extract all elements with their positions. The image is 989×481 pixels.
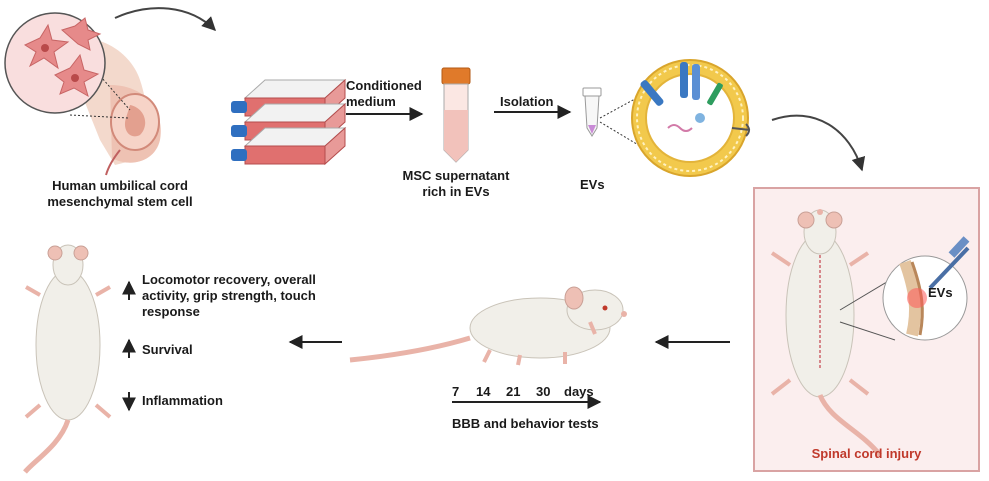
conditioned-medium-label: Conditioned medium xyxy=(346,78,422,109)
timeline-days: 7 14 21 30 days xyxy=(452,384,612,400)
day-30: 30 xyxy=(536,384,551,399)
injury-label: Spinal cord injury xyxy=(811,446,922,461)
evs-label: EVs xyxy=(580,177,605,192)
outcome-locomotor: Locomotor recovery, overall activity, gr… xyxy=(142,272,316,319)
tests-label: BBB and behavior tests xyxy=(452,416,599,431)
supernatant-label: MSC supernatant rich in EVs xyxy=(402,168,510,199)
source-label: Human umbilical cord mesenchymal stem ce… xyxy=(47,178,193,209)
outcome-survival: Survival xyxy=(142,342,193,357)
outcome-inflammation: Inflammation xyxy=(142,393,223,408)
extracellular-vesicle xyxy=(631,59,751,177)
recovered-rat xyxy=(23,244,112,474)
day-7: 7 xyxy=(452,384,460,399)
injection-evs-label: EVs xyxy=(928,285,953,300)
isolation-label: Isolation xyxy=(500,94,554,109)
culture-flask-stack xyxy=(231,78,347,166)
curved-arrow-1 xyxy=(114,7,216,31)
stem-cell-circle xyxy=(4,12,131,119)
day-21: 21 xyxy=(506,384,521,399)
spine-zoom-circle xyxy=(882,236,970,341)
day-14: 14 xyxy=(476,384,491,399)
injured-rat xyxy=(770,209,882,457)
curved-arrow-2 xyxy=(771,114,866,172)
ev-tube xyxy=(582,87,602,137)
test-rat xyxy=(349,286,627,366)
supernatant-tube xyxy=(441,67,471,163)
days-unit: days xyxy=(564,384,594,399)
